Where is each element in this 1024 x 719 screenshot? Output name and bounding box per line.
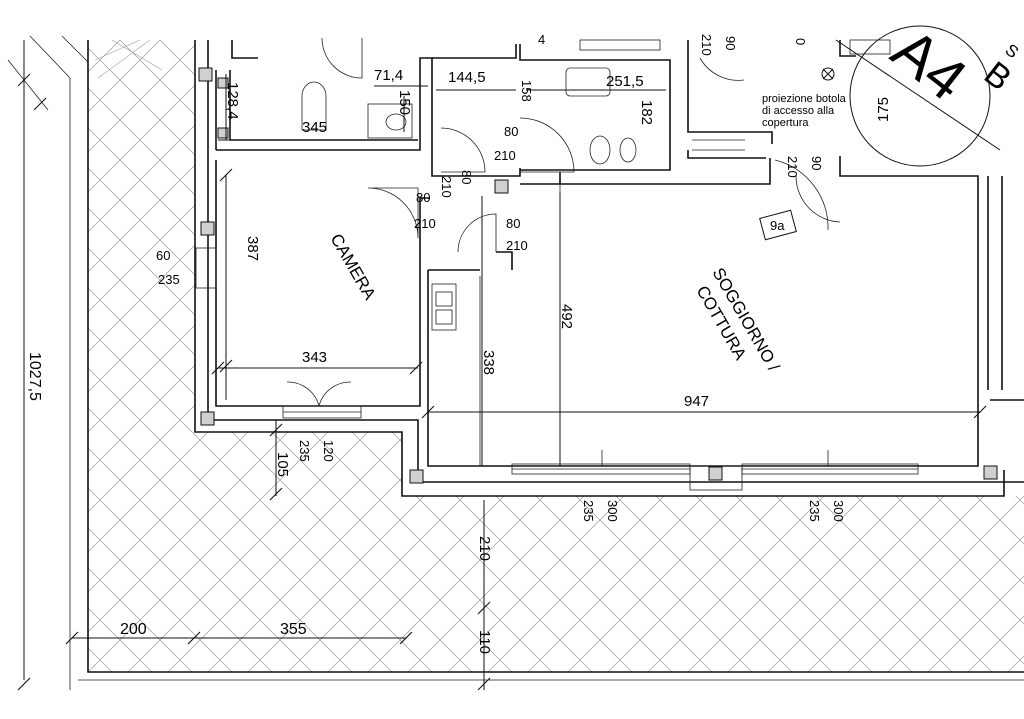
note-line-2: di accesso alla [762,105,835,117]
terrace-hatch [87,40,1024,673]
tag-9a: 9a [759,209,797,241]
dimension-lines [17,40,987,691]
dim-300-a: 300 [605,500,620,522]
doors [286,37,841,466]
dim-120: 120 [321,440,336,462]
dim-0: 0 [793,38,808,45]
dim-235-c: 235 [581,500,596,522]
dim-90-a: 90 [723,36,738,50]
building-walls [194,40,1024,497]
dim-80-a: 80 [504,124,518,139]
dim-251-5: 251,5 [606,73,644,90]
dim-210-e: 210 [476,536,493,561]
dim-1027-5: 1027,5 [26,352,43,401]
note-line-3: copertura [762,117,809,129]
dim-90-b: 90 [809,156,824,170]
note-line-1: proiezione botola [762,93,847,105]
dim-80-d: 80 [506,216,520,231]
dim-71-4: 71,4 [374,67,403,84]
tag-9a-label: 9a [770,218,785,233]
dim-210-d: 210 [506,238,528,253]
dim-175: 175 [875,97,892,122]
dim-110: 110 [476,630,493,654]
dim-4: 4 [538,32,545,47]
fixtures [301,39,891,331]
dim-105: 105 [274,452,291,477]
dim-338: 338 [480,350,497,375]
dim-947: 947 [684,393,709,410]
dim-210-c: 210 [414,216,436,231]
section-letter: B [977,54,1018,98]
dim-235-d: 235 [807,500,822,522]
dim-355: 355 [280,621,307,638]
windows [195,247,919,491]
dim-80-c: 80 [416,190,430,205]
dim-235-a: 235 [158,272,180,287]
dim-210-b: 210 [439,176,454,198]
dim-300-b: 300 [831,500,846,522]
dim-492: 492 [558,304,575,329]
dim-80-b: 80 [459,170,474,184]
dim-60: 60 [156,248,170,263]
pillars [198,67,998,484]
room-label-camera: CAMERA [327,231,380,304]
dim-150: 150 [396,90,413,115]
dim-182: 182 [638,100,655,125]
dim-144-5: 144,5 [448,69,486,86]
dim-345: 345 [302,119,327,136]
dim-343: 343 [302,349,327,366]
section-marker [821,25,1001,167]
dim-210-f: 210 [699,34,714,56]
dim-210-g: 210 [785,156,800,178]
dim-210-a: 210 [494,148,516,163]
dim-200: 200 [120,621,147,638]
dim-235-b: 235 [297,440,312,462]
site-boundary [7,35,1024,690]
dim-128-4: 128,4 [224,82,241,120]
dim-158: 158 [519,80,534,102]
dim-387: 387 [244,236,261,261]
